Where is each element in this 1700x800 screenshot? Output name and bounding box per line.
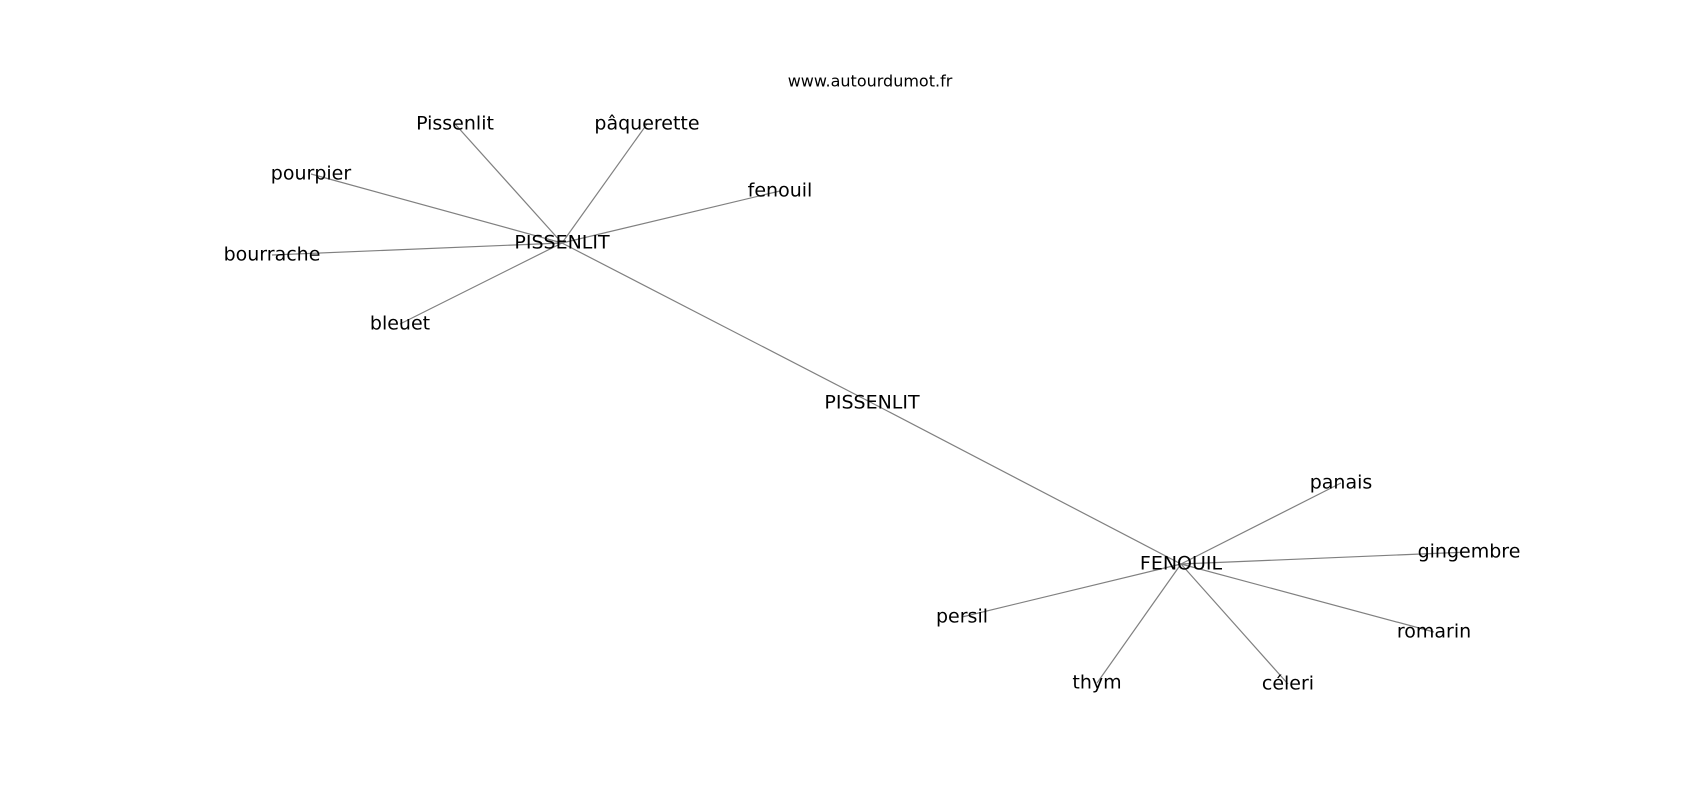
- edge-hub2-persil: [961, 563, 1182, 618]
- edge-hub1-bleuet: [399, 242, 563, 325]
- edge-hub2-gingembre: [1180, 551, 1470, 565]
- edge-hub2-panais: [1180, 482, 1342, 565]
- node-hub2[interactable]: FENOUIL: [1140, 553, 1223, 575]
- site-watermark: www.autourdumot.fr: [788, 72, 953, 91]
- edge-hub1-fenouil: [561, 190, 781, 244]
- node-hub1[interactable]: PISSENLIT: [514, 232, 610, 254]
- edge-center-hub2: [871, 402, 1182, 565]
- node-thym[interactable]: thym: [1072, 672, 1121, 694]
- node-paquerette[interactable]: pâquerette: [594, 113, 699, 135]
- edge-hub1-pissenlit: [454, 123, 563, 244]
- node-center[interactable]: PISSENLIT: [824, 392, 920, 414]
- edge-hub2-thym: [1096, 563, 1182, 684]
- node-gingembre[interactable]: gingembre: [1418, 541, 1521, 563]
- node-pourpier[interactable]: pourpier: [271, 163, 352, 185]
- graph-edges: [271, 123, 1470, 685]
- edge-hub1-center: [561, 242, 873, 404]
- edge-hub2-romarin: [1180, 563, 1435, 633]
- edge-hub1-bourrache: [271, 242, 563, 256]
- edge-hub1-paquerette: [561, 123, 648, 244]
- node-pissenlit[interactable]: Pissenlit: [416, 113, 494, 135]
- node-bourrache[interactable]: bourrache: [224, 244, 321, 266]
- edge-hub1-pourpier: [310, 173, 563, 244]
- node-romarin[interactable]: romarin: [1397, 621, 1471, 643]
- node-panais[interactable]: panais: [1310, 472, 1373, 494]
- graph-nodes: PISSENLIT PISSENLIT FENOUIL Pissenlit pâquer…: [224, 113, 1521, 695]
- node-persil[interactable]: persil: [936, 606, 988, 628]
- node-celeri[interactable]: céleri: [1262, 673, 1314, 695]
- node-bleuet[interactable]: bleuet: [370, 313, 430, 335]
- edge-hub2-celeri: [1180, 563, 1289, 685]
- node-fenouil[interactable]: fenouil: [748, 180, 813, 202]
